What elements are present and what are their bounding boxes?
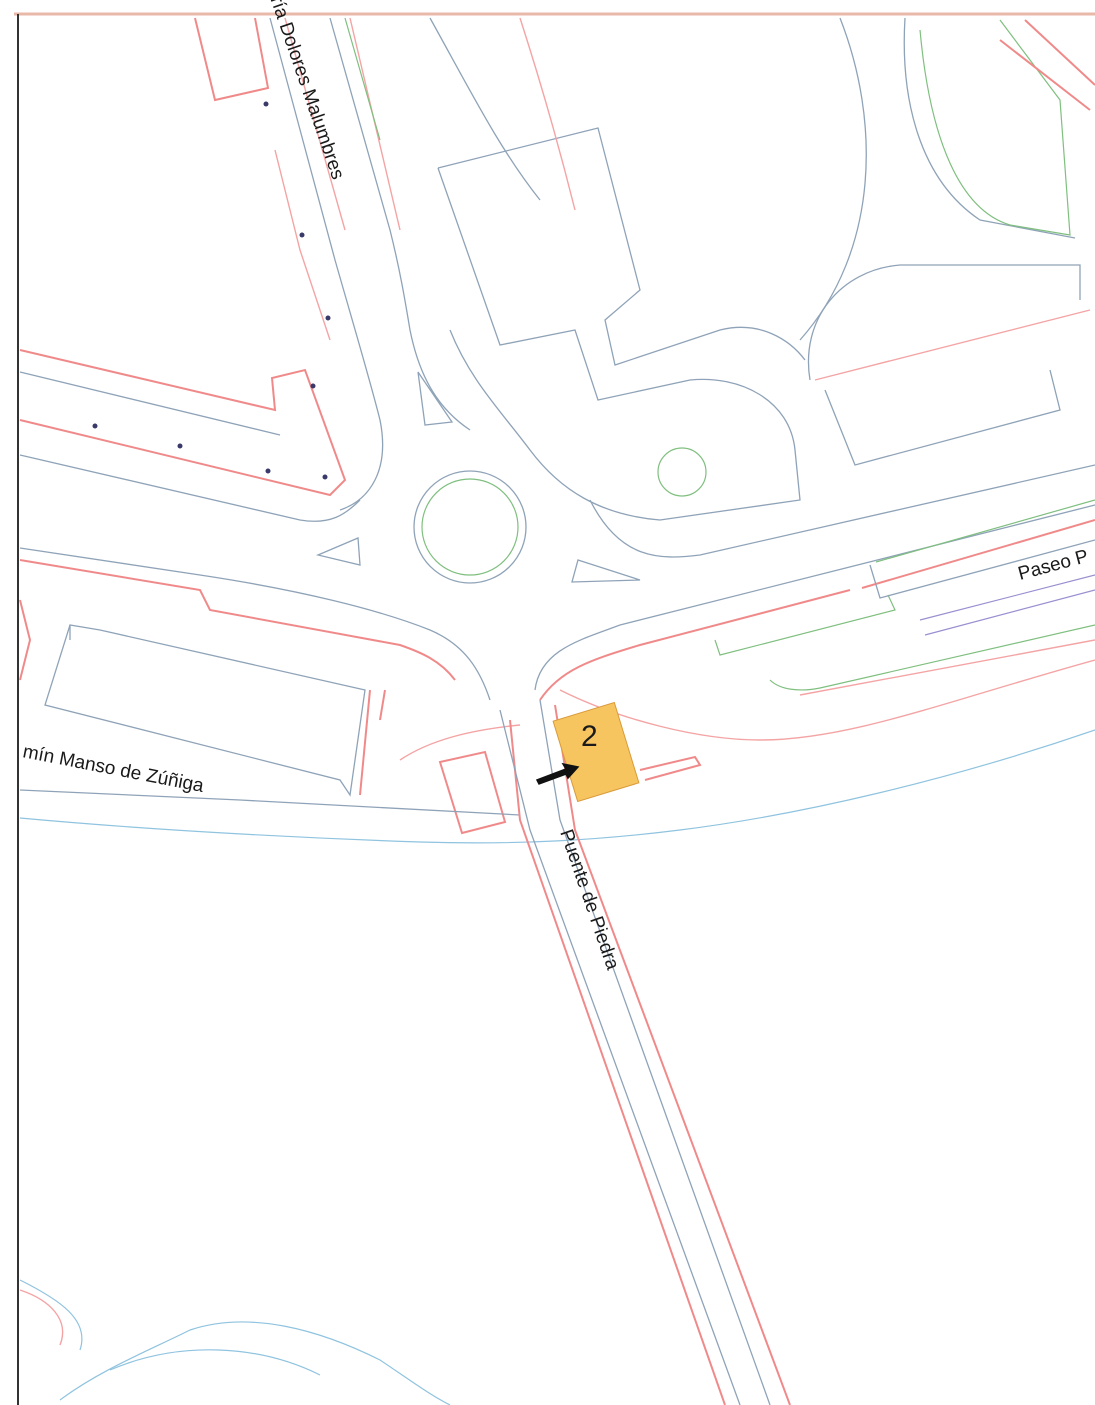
- marker-number: 2: [581, 720, 598, 753]
- river-banks: [19, 729, 1095, 1405]
- street-label-manso-zuniga: mín Manso de Zúñiga: [21, 741, 206, 797]
- top-right-area: [589, 17, 1095, 558]
- paseo-road: [534, 499, 1095, 741]
- roundabout: [315, 371, 641, 584]
- left-block: [19, 101, 361, 522]
- puente-de-piedra-lines: [499, 699, 791, 1405]
- street-maria-dolores-lines: [194, 17, 471, 511]
- manso-zuniga-road: [19, 547, 521, 835]
- top-building: [429, 17, 806, 521]
- site-marker-2[interactable]: 2: [535, 701, 702, 803]
- map-frame: [14, 12, 1095, 1405]
- marker-arrow-icon: [535, 762, 580, 785]
